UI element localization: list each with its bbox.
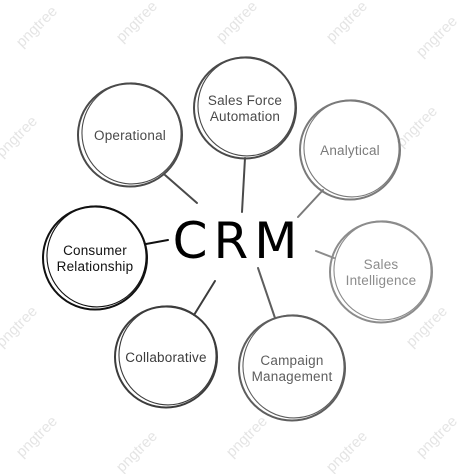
watermark-text: pngtree bbox=[223, 413, 271, 461]
node-circle-collaborative bbox=[114, 305, 218, 409]
connector-operational bbox=[164, 174, 198, 204]
node-circle-stroke-operational bbox=[81, 82, 182, 185]
connector-campaign-management bbox=[257, 267, 276, 319]
connector-analytical bbox=[297, 189, 324, 218]
node-label-collaborative-1: Collaborative bbox=[125, 350, 206, 365]
node-label-analytical-1: Analytical bbox=[320, 143, 380, 158]
node-label-sales-intelligence-2: Intelligence bbox=[346, 273, 417, 288]
node-circle-stroke-consumer-relationship bbox=[46, 205, 147, 308]
node-circle-stroke-collaborative bbox=[118, 305, 217, 406]
watermark-text: pngtree bbox=[13, 413, 61, 461]
node-circle-stroke-campaign-management bbox=[242, 314, 345, 419]
node-collaborative: Collaborative bbox=[114, 305, 218, 409]
watermark-text: pngtree bbox=[413, 413, 461, 461]
center-crm-label: CRM bbox=[173, 212, 304, 270]
node-label-consumer-relationship-2: Relationship bbox=[57, 259, 134, 274]
node-layer: Operational Sales ForceAutomationAnalytic… bbox=[42, 56, 433, 422]
watermark-text: pngtree bbox=[0, 113, 41, 161]
connector-collaborative bbox=[193, 280, 216, 316]
node-circle-stroke-sales-force-automation bbox=[197, 56, 296, 157]
node-circle-sales-intelligence bbox=[329, 220, 433, 324]
node-circle-sales-force-automation bbox=[193, 56, 297, 160]
watermark-text: pngtree bbox=[213, 0, 261, 46]
watermark-text: pngtree bbox=[113, 428, 161, 474]
connector-sales-force-automation bbox=[241, 157, 246, 213]
node-analytical: Analytical bbox=[299, 99, 401, 201]
node-label-campaign-management-2: Management bbox=[252, 369, 333, 384]
node-label-campaign-management-1: Campaign bbox=[260, 353, 323, 368]
node-label-consumer-relationship-1: Consumer bbox=[63, 243, 127, 258]
node-circle-stroke-sales-intelligence bbox=[333, 220, 432, 321]
watermark-text: pngtree bbox=[403, 303, 451, 351]
watermark-text: pngtree bbox=[323, 428, 371, 474]
node-label-sales-intelligence-1: Sales bbox=[364, 257, 399, 272]
node-label-sales-force-automation-1: Sales Force bbox=[208, 93, 282, 108]
node-circle-consumer-relationship bbox=[42, 205, 148, 311]
watermark-text: pngtree bbox=[13, 3, 61, 51]
node-operational: Operational bbox=[77, 82, 183, 188]
connector-sales-intelligence bbox=[315, 250, 335, 259]
node-label-operational-1: Operational bbox=[94, 128, 166, 143]
node-circle-campaign-management bbox=[238, 314, 346, 422]
watermark-text: pngtree bbox=[323, 0, 371, 46]
watermark-text: pngtree bbox=[113, 0, 161, 46]
node-label-sales-force-automation-2: Automation bbox=[210, 109, 280, 124]
watermark-text: pngtree bbox=[413, 13, 461, 61]
node-circle-operational bbox=[77, 82, 183, 188]
connector-layer bbox=[145, 157, 335, 319]
connector-consumer-relationship bbox=[145, 239, 169, 245]
node-circle-analytical bbox=[299, 99, 401, 201]
watermark-text: pngtree bbox=[0, 303, 41, 351]
node-circle-stroke-analytical bbox=[303, 99, 400, 198]
